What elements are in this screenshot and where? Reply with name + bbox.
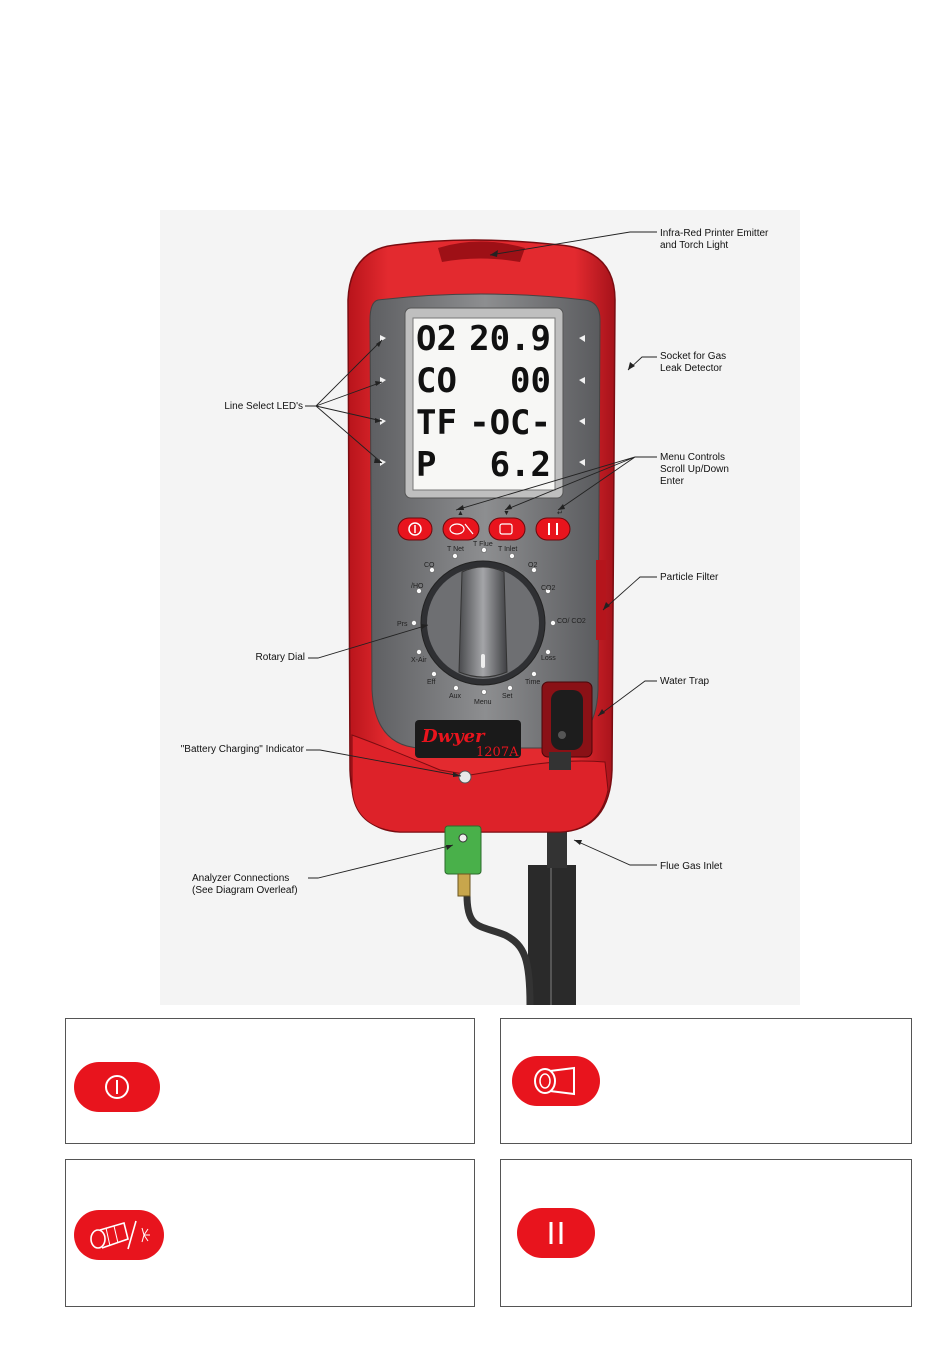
callout-ir-emitter-2: and Torch Light	[660, 240, 728, 251]
dial-label-t-net: T Net	[447, 546, 464, 553]
device-probe-button[interactable]	[442, 517, 480, 541]
connector-plug	[457, 873, 471, 897]
device-buttons	[397, 517, 571, 541]
lcd-row-4-label: P	[416, 445, 436, 485]
lcd-screen	[412, 317, 556, 491]
device-pause-button[interactable]	[535, 517, 571, 541]
led-right-3	[579, 418, 585, 425]
lcd-row-1-label: O2	[416, 319, 457, 359]
lcd-row-3-value: -OC-	[469, 403, 551, 443]
lcd-row-1-value: 20.9	[469, 319, 551, 359]
model-number: 1207A	[476, 745, 519, 760]
callout-menu-controls-3: Enter	[660, 476, 685, 487]
dial-pointer	[481, 654, 485, 668]
dial-label-menu: Menu	[474, 699, 492, 706]
led-right-2	[579, 377, 585, 384]
brand-name: Dwyer	[421, 726, 486, 747]
callout-battery: "Battery Charging" Indicator	[181, 744, 305, 755]
callout-analyzer-2: (See Diagram Overleaf)	[192, 885, 298, 896]
dial-label-aux: Aux	[449, 693, 462, 700]
lcd-row-4-value: 6.2	[490, 445, 551, 485]
led-right-4	[579, 459, 585, 466]
probe-light-icon	[90, 1220, 150, 1250]
enter-glyph: ↵	[557, 510, 563, 517]
power-button-icon	[74, 1062, 160, 1112]
rotary-dial-knob[interactable]	[458, 566, 508, 678]
dial-label-ho: /HO	[411, 583, 424, 590]
down-glyph: ▼	[503, 510, 510, 517]
lcd-row-3-label: TF	[416, 403, 457, 443]
callout-water-trap: Water Trap	[660, 676, 710, 687]
up-glyph: ▲	[457, 510, 464, 517]
dial-positions	[411, 547, 556, 695]
callout-socket-2: Leak Detector	[660, 363, 723, 374]
callout-ir-emitter: Infra-Red Printer Emitter	[660, 228, 769, 239]
analyzer-cable	[463, 894, 534, 1006]
pause-icon	[549, 1222, 563, 1244]
led-left-3	[380, 418, 386, 425]
ir-emitter	[438, 241, 525, 262]
dial-label-co2: CO2	[541, 585, 556, 592]
dial-label-t-flue: T Flue	[473, 541, 493, 548]
brand-plate	[415, 720, 521, 758]
battery-charging-led	[458, 770, 472, 784]
callout-particle-filter: Particle Filter	[660, 572, 719, 583]
analyzer-diagram: O2 20.9 CO 00 TF -OC- P 6.2 ▲ ▼ ↵	[160, 210, 800, 1006]
analyzer-connector	[444, 825, 482, 875]
led-right-1	[579, 335, 585, 342]
probe-button-icon	[74, 1210, 164, 1260]
printer-button-icon	[512, 1056, 600, 1106]
dial-label-loss: Loss	[541, 655, 556, 662]
dial-label-cor: CO/ CO2	[557, 618, 586, 625]
dial-label-co: CO	[424, 562, 435, 569]
callout-socket: Socket for Gas	[660, 351, 726, 362]
legend-box-printer	[500, 1018, 912, 1144]
lcd-row-2-value: 00	[510, 361, 551, 401]
lower-bumper	[351, 734, 609, 833]
dial-label-prs: Prs	[397, 621, 408, 628]
dial-label-eff: Eff	[427, 679, 435, 686]
line-select-leds	[380, 335, 585, 466]
printer-icon	[534, 1066, 575, 1096]
dial-label-xair: X-Air	[411, 657, 427, 664]
callout-menu-controls: Menu Controls	[660, 452, 725, 463]
legend-box-power	[65, 1018, 475, 1144]
callout-lines	[305, 231, 657, 879]
particle-filter	[596, 560, 606, 640]
callout-rotary-dial: Rotary Dial	[256, 652, 305, 663]
callout-line-select: Line Select LED's	[224, 401, 303, 412]
dial-label-t-inlet: T Inlet	[498, 546, 517, 553]
dial-label-set: Set	[502, 693, 513, 700]
water-trap-cap	[549, 752, 571, 770]
device-printer-button[interactable]	[488, 517, 526, 541]
callout-menu-controls-2: Scroll Up/Down	[660, 464, 729, 475]
callout-arrowheads	[374, 250, 635, 850]
dial-label-o2: O2	[528, 562, 537, 569]
callout-flue-gas: Flue Gas Inlet	[660, 861, 722, 872]
water-trap	[551, 690, 583, 750]
dial-label-time: Time	[525, 679, 540, 686]
legend-box-pause	[500, 1159, 912, 1307]
callout-analyzer: Analyzer Connections	[192, 873, 289, 884]
led-left-4	[380, 459, 386, 466]
pause-button-icon	[517, 1208, 595, 1258]
lcd-row-2-label: CO	[416, 361, 457, 401]
legend-box-probe	[65, 1159, 475, 1307]
power-icon	[105, 1075, 129, 1099]
